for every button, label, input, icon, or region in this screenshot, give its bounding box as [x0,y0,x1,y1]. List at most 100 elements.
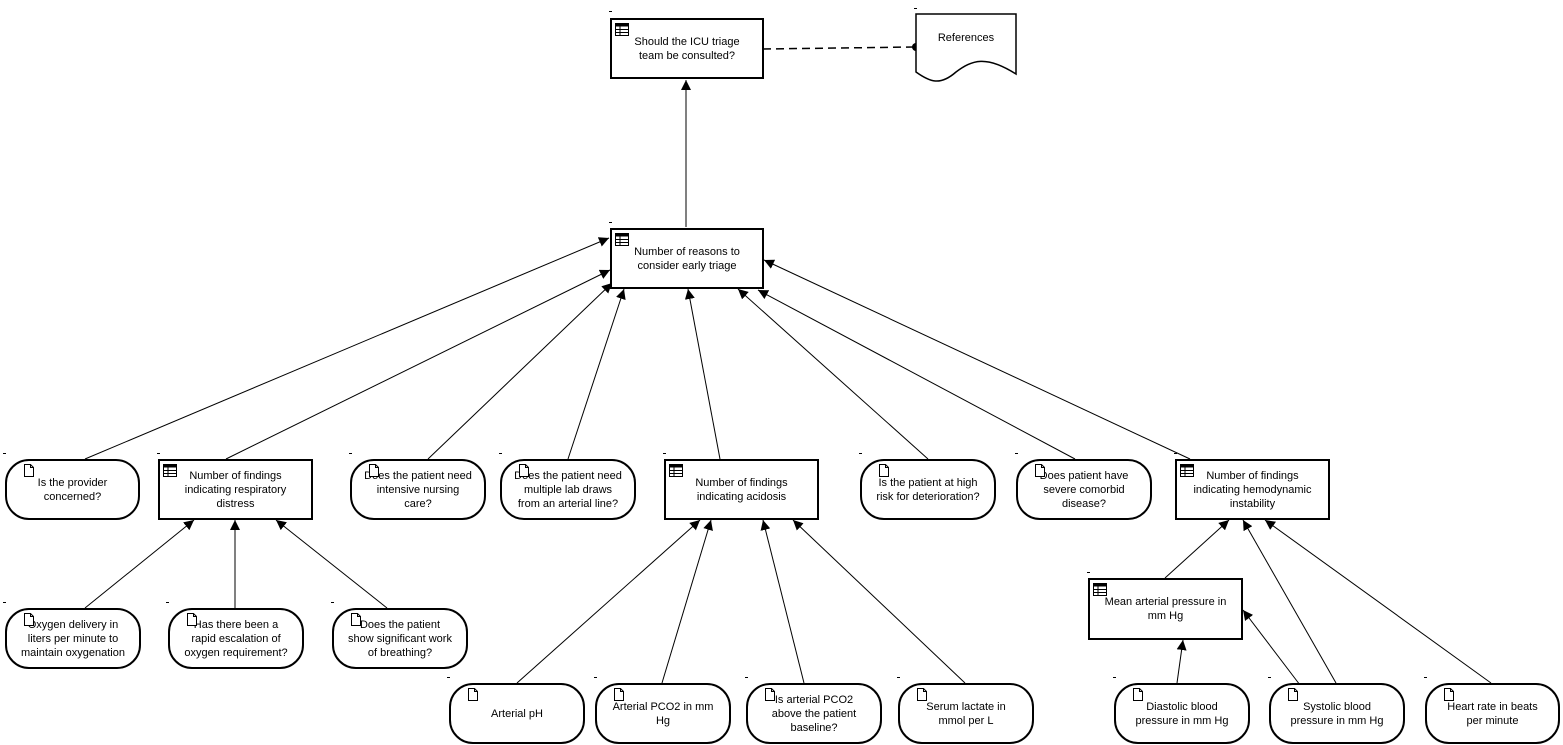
node-handle [897,677,900,678]
node-lactate[interactable]: Serum lactate in mmol per L [898,683,1034,744]
node-heartrate[interactable]: Heart rate in beats per minute [1425,683,1560,744]
node-label: Does the patient show significant work o… [348,618,452,659]
node-hemo[interactable]: Number of findings indicating hemodynami… [1175,459,1330,520]
document-icon [879,464,889,477]
edge-acidosis-reasons [684,288,721,460]
table-icon [163,464,177,477]
node-escalation[interactable]: Has there been a rapid escalation of oxy… [168,608,304,669]
document-icon [351,613,361,626]
node-handle [1424,677,1427,678]
node-label: Does patient have severe comorbid diseas… [1039,469,1129,510]
references-label: References [937,32,995,44]
edge-hemo-reasons [763,259,1191,460]
edge-resp-reasons [225,269,611,460]
node-handle [1268,677,1271,678]
node-label: Should the ICU triage team be consulted? [634,35,740,62]
node-handle [1113,677,1116,678]
edge-map-hemo [1164,519,1230,579]
node-label: Arterial pH [491,707,543,720]
references-document-shape[interactable] [915,13,1017,82]
node-label: Number of findings indicating acidosis [695,476,788,503]
node-nursing[interactable]: Does the patient need intensive nursing … [350,459,486,520]
node-handle [1015,453,1018,454]
table-icon [1093,583,1107,596]
edge-systolic-map [1242,609,1301,686]
node-label: Diastolic blood pressure in mm Hg [1135,700,1229,727]
node-handle [609,222,612,223]
table-icon [1180,464,1194,477]
node-pco2base[interactable]: Is arterial PCO2 above the patient basel… [746,683,882,744]
node-label: Systolic blood pressure in mm Hg [1290,700,1384,727]
node-handle [349,453,352,454]
node-handle [157,453,160,454]
node-resp[interactable]: Number of findings indicating respirator… [158,459,313,520]
node-handle [594,677,597,678]
node-handle [1087,572,1090,573]
node-handle [859,453,862,454]
node-reasons[interactable]: Number of reasons to consider early tria… [610,228,764,289]
document-icon [1288,688,1298,701]
edge-comorbid-reasons [757,289,1076,460]
node-ph[interactable]: Arterial pH [449,683,585,744]
edge-provider-reasons [84,237,610,460]
edge-oxygen-resp [84,519,195,609]
edge-systolic-hemo [1242,519,1337,684]
edge-pco2-acidosis [661,519,713,684]
node-label: Does the patient need multiple lab draws… [514,469,622,510]
edge-diastolic-map [1176,639,1187,684]
document-icon [917,688,927,701]
document-icon [519,464,529,477]
edge-pco2base-acidosis [760,519,805,684]
node-label: Number of findings indicating respirator… [184,469,287,510]
node-comorbid[interactable]: Does patient have severe comorbid diseas… [1016,459,1152,520]
node-label: Does the patient need intensive nursing … [364,469,472,510]
node-handle [3,602,6,603]
node-handle [609,11,612,12]
node-label: Serum lactate in mmol per L [926,700,1006,727]
edge-breathing-resp [275,519,388,609]
node-label: Oxygen delivery in liters per minute to … [21,618,125,659]
document-icon [187,613,197,626]
node-label: Is the provider concerned? [37,476,108,503]
node-handle [3,453,6,454]
node-breathing[interactable]: Does the patient show significant work o… [332,608,468,669]
node-handle [166,602,169,603]
node-map[interactable]: Mean arterial pressure in mm Hg [1088,578,1243,640]
document-icon [1035,464,1045,477]
node-label: Mean arterial pressure in mm Hg [1104,596,1227,622]
document-icon [1444,688,1454,701]
edge-lactate-acidosis [792,519,966,684]
document-icon [1133,688,1143,701]
node-handle [331,602,334,603]
node-risk[interactable]: Is the patient at high risk for deterior… [860,459,996,520]
document-icon [765,688,775,701]
node-oxygen[interactable]: Oxygen delivery in liters per minute to … [5,608,141,669]
document-icon [369,464,379,477]
node-handle [1174,453,1177,454]
edge-ph-acidosis [516,519,701,684]
node-acidosis[interactable]: Number of findings indicating acidosis [664,459,819,520]
node-handle [499,453,502,454]
node-pco2[interactable]: Arterial PCO2 in mm Hg [595,683,731,744]
document-icon [24,464,34,477]
node-systolic[interactable]: Systolic blood pressure in mm Hg [1269,683,1405,744]
table-icon [615,233,629,246]
edge-labdraws-reasons [567,288,626,460]
document-icon [468,688,478,701]
node-label: Number of findings indicating hemodynami… [1193,469,1312,510]
node-label: Is the patient at high risk for deterior… [876,476,980,503]
document-icon [614,688,624,701]
node-handle [663,453,666,454]
edge-risk-reasons [737,288,929,460]
node-diastolic[interactable]: Diastolic blood pressure in mm Hg [1114,683,1250,744]
node-labdraws[interactable]: Does the patient need multiple lab draws… [500,459,636,520]
node-label: Arterial PCO2 in mm Hg [612,700,714,727]
node-icu-triage[interactable]: Should the ICU triage team be consulted? [610,18,764,79]
node-provider[interactable]: Is the provider concerned? [5,459,140,520]
node-handle [914,8,917,9]
node-label: Number of reasons to consider early tria… [634,245,740,272]
node-label: Is arterial PCO2 above the patient basel… [771,693,857,734]
table-icon [669,464,683,477]
document-icon [24,613,34,626]
